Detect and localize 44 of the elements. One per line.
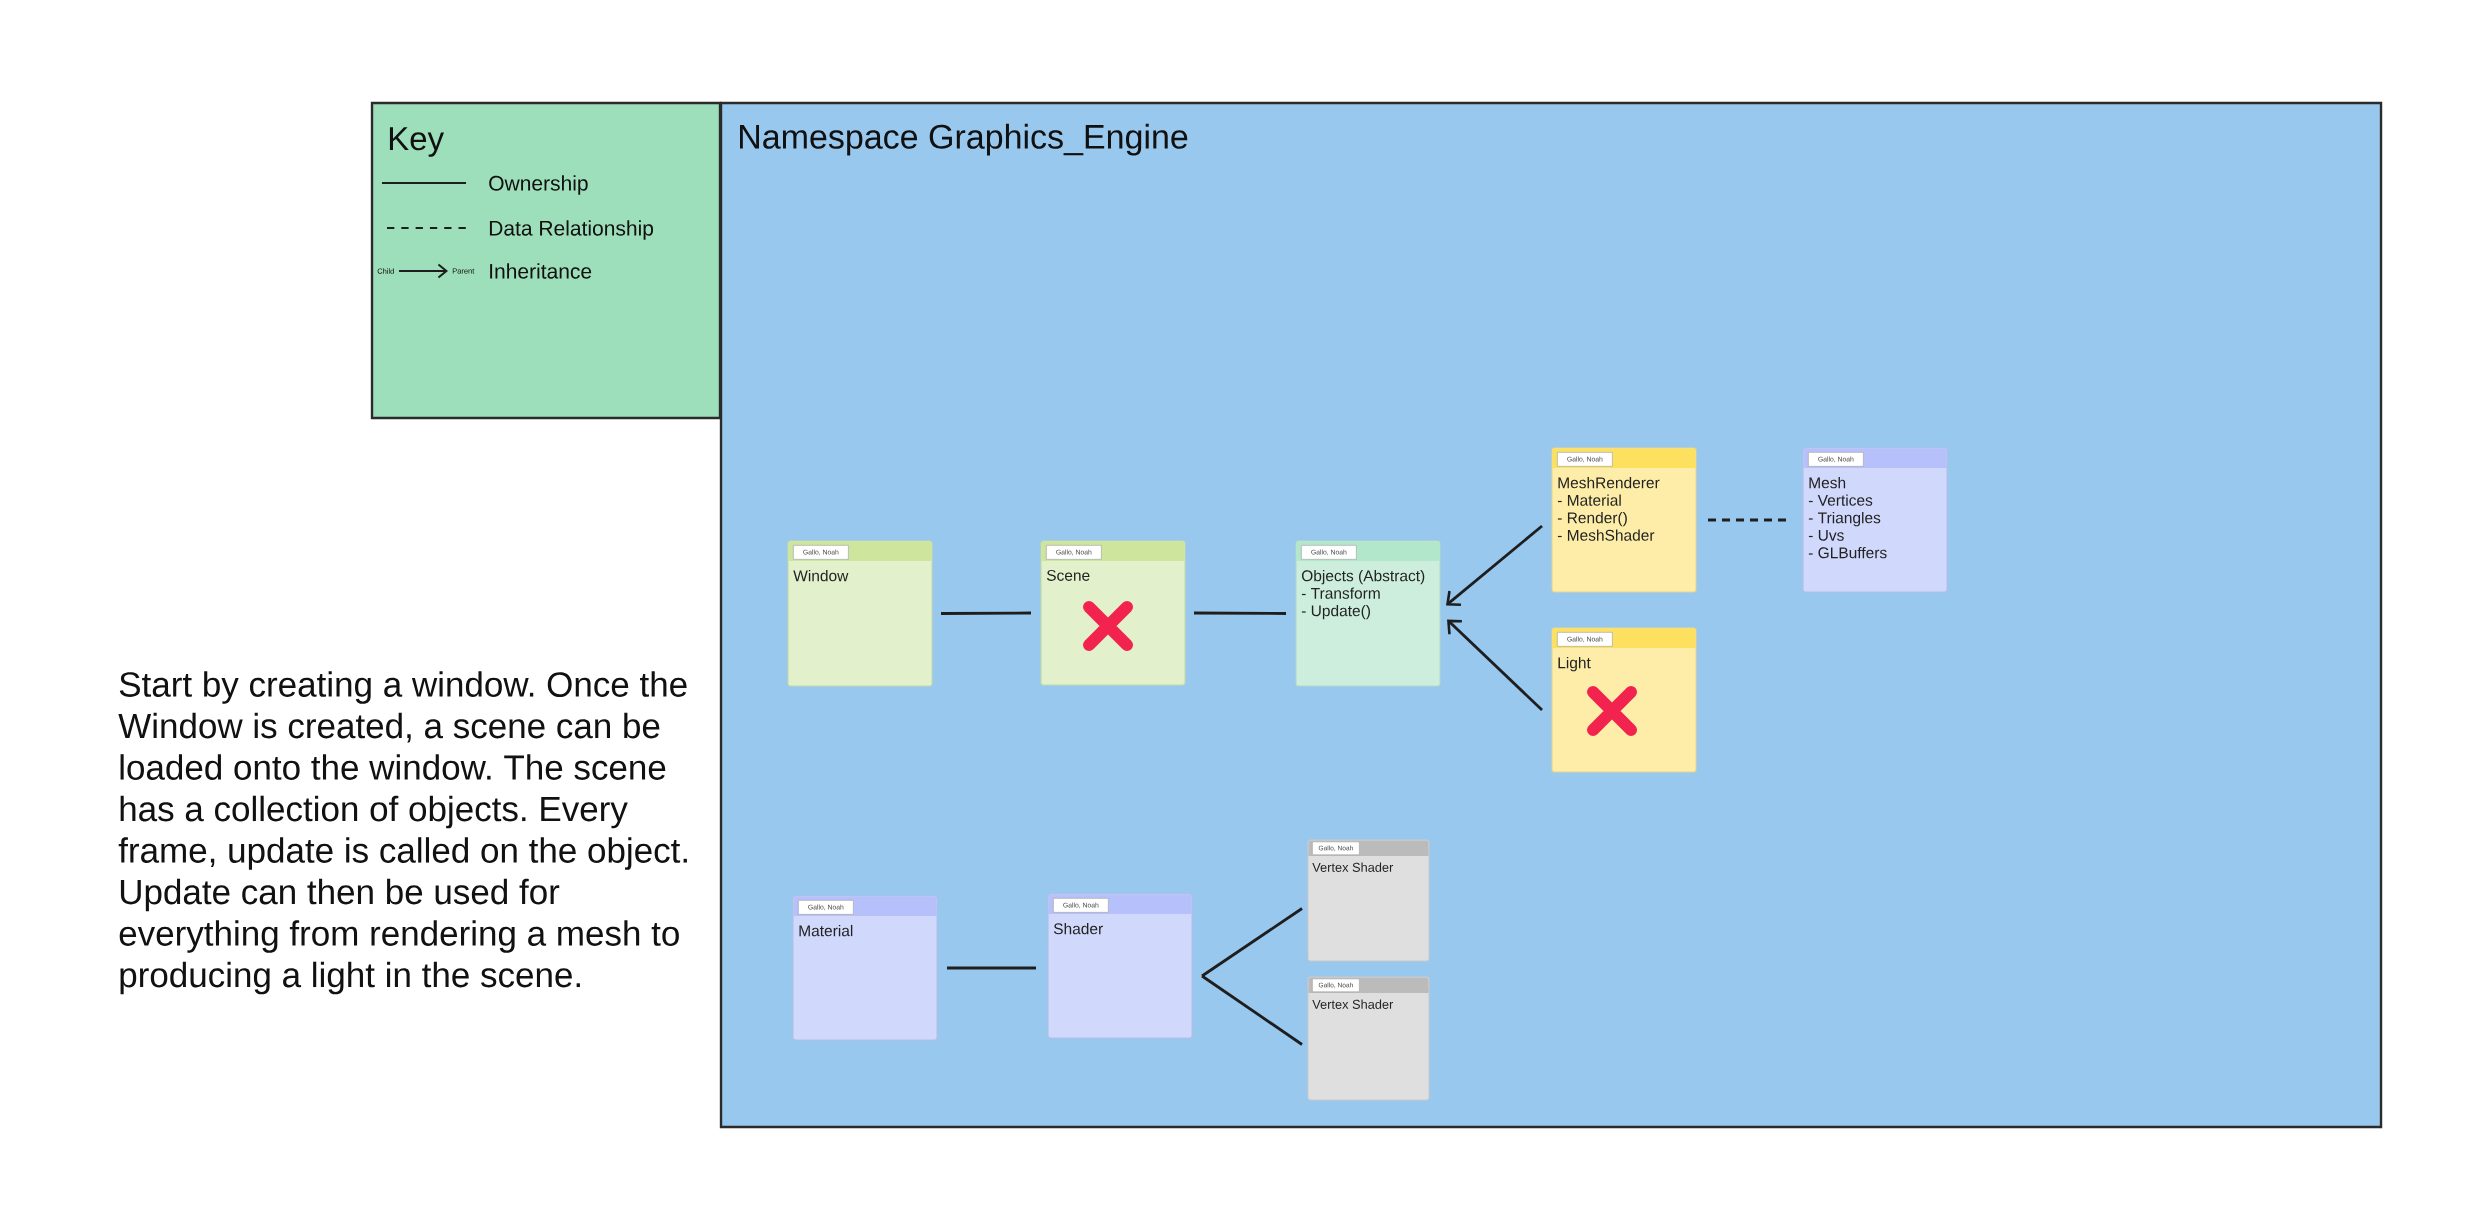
legend-label: Data Relationship: [489, 220, 654, 240]
note-text: MeshRenderer - Material - Render() - MeshShader: [1557, 476, 1660, 541]
sticky-note: [1802, 447, 1948, 593]
node-label: - Material: [1557, 494, 1621, 506]
sticky-note: [1040, 540, 1186, 686]
note-text: Mesh - Vertices - Triangles - Uvs - GLBuffers: [1808, 476, 1887, 559]
node-label: - Render(): [1557, 511, 1627, 527]
panel-title: Namespace Graphics_Engine: [740, 123, 1188, 156]
legend-label: Ownership: [489, 175, 588, 195]
sticky-note: [1307, 976, 1430, 1101]
arrow: [1447, 619, 1543, 711]
sticky-note: [1551, 447, 1697, 593]
sticky-note: [787, 540, 933, 687]
note-text: Vertex Shader: [1312, 999, 1394, 1009]
sticky-note: [792, 895, 938, 1041]
node-label: - Uvs: [1808, 529, 1844, 541]
legend-label: Inheritance: [490, 263, 592, 279]
node-label: - Vertices: [1808, 494, 1873, 506]
note-text: Window: [793, 569, 849, 582]
node-label: - GLBuffers: [1808, 546, 1887, 559]
key-panel: [370, 101, 722, 420]
panel-title: Key: [389, 127, 444, 157]
connector-line: [1201, 974, 1303, 1046]
node-label: MeshRenderer: [1558, 476, 1660, 489]
connector-line: [1194, 611, 1287, 615]
sticky-note: [1307, 839, 1430, 962]
node-label: - MeshShader: [1557, 529, 1655, 541]
note-text: Vertex Shader: [1312, 862, 1394, 872]
sticky-note: [1551, 627, 1697, 773]
sticky-note: [1295, 540, 1441, 687]
note-text: Material: [799, 924, 853, 937]
dashed-line: [1708, 518, 1786, 522]
sticky-note: [1047, 893, 1193, 1039]
note-text: Objects (Abstract) - Transform - Update(): [1301, 569, 1425, 620]
node-label: Mesh: [1809, 476, 1846, 489]
note-text: Light: [1558, 656, 1591, 672]
arrow: [1446, 524, 1543, 607]
connector-line: [947, 966, 1036, 970]
description-text: Start by creating a window. Once the Window is created, a scene can be loaded onto the window. The scene has a collection of objects. Every frame, update is called on the object. Update can then be used for everything from rendering a mesh to producing a light in the scene.: [118, 671, 687, 995]
node-label: - Triangles: [1808, 511, 1881, 527]
connector-line: [1201, 907, 1303, 978]
note-text: Scene: [1046, 569, 1090, 581]
connector-line: [941, 611, 1031, 615]
note-text: Shader: [1053, 922, 1103, 935]
